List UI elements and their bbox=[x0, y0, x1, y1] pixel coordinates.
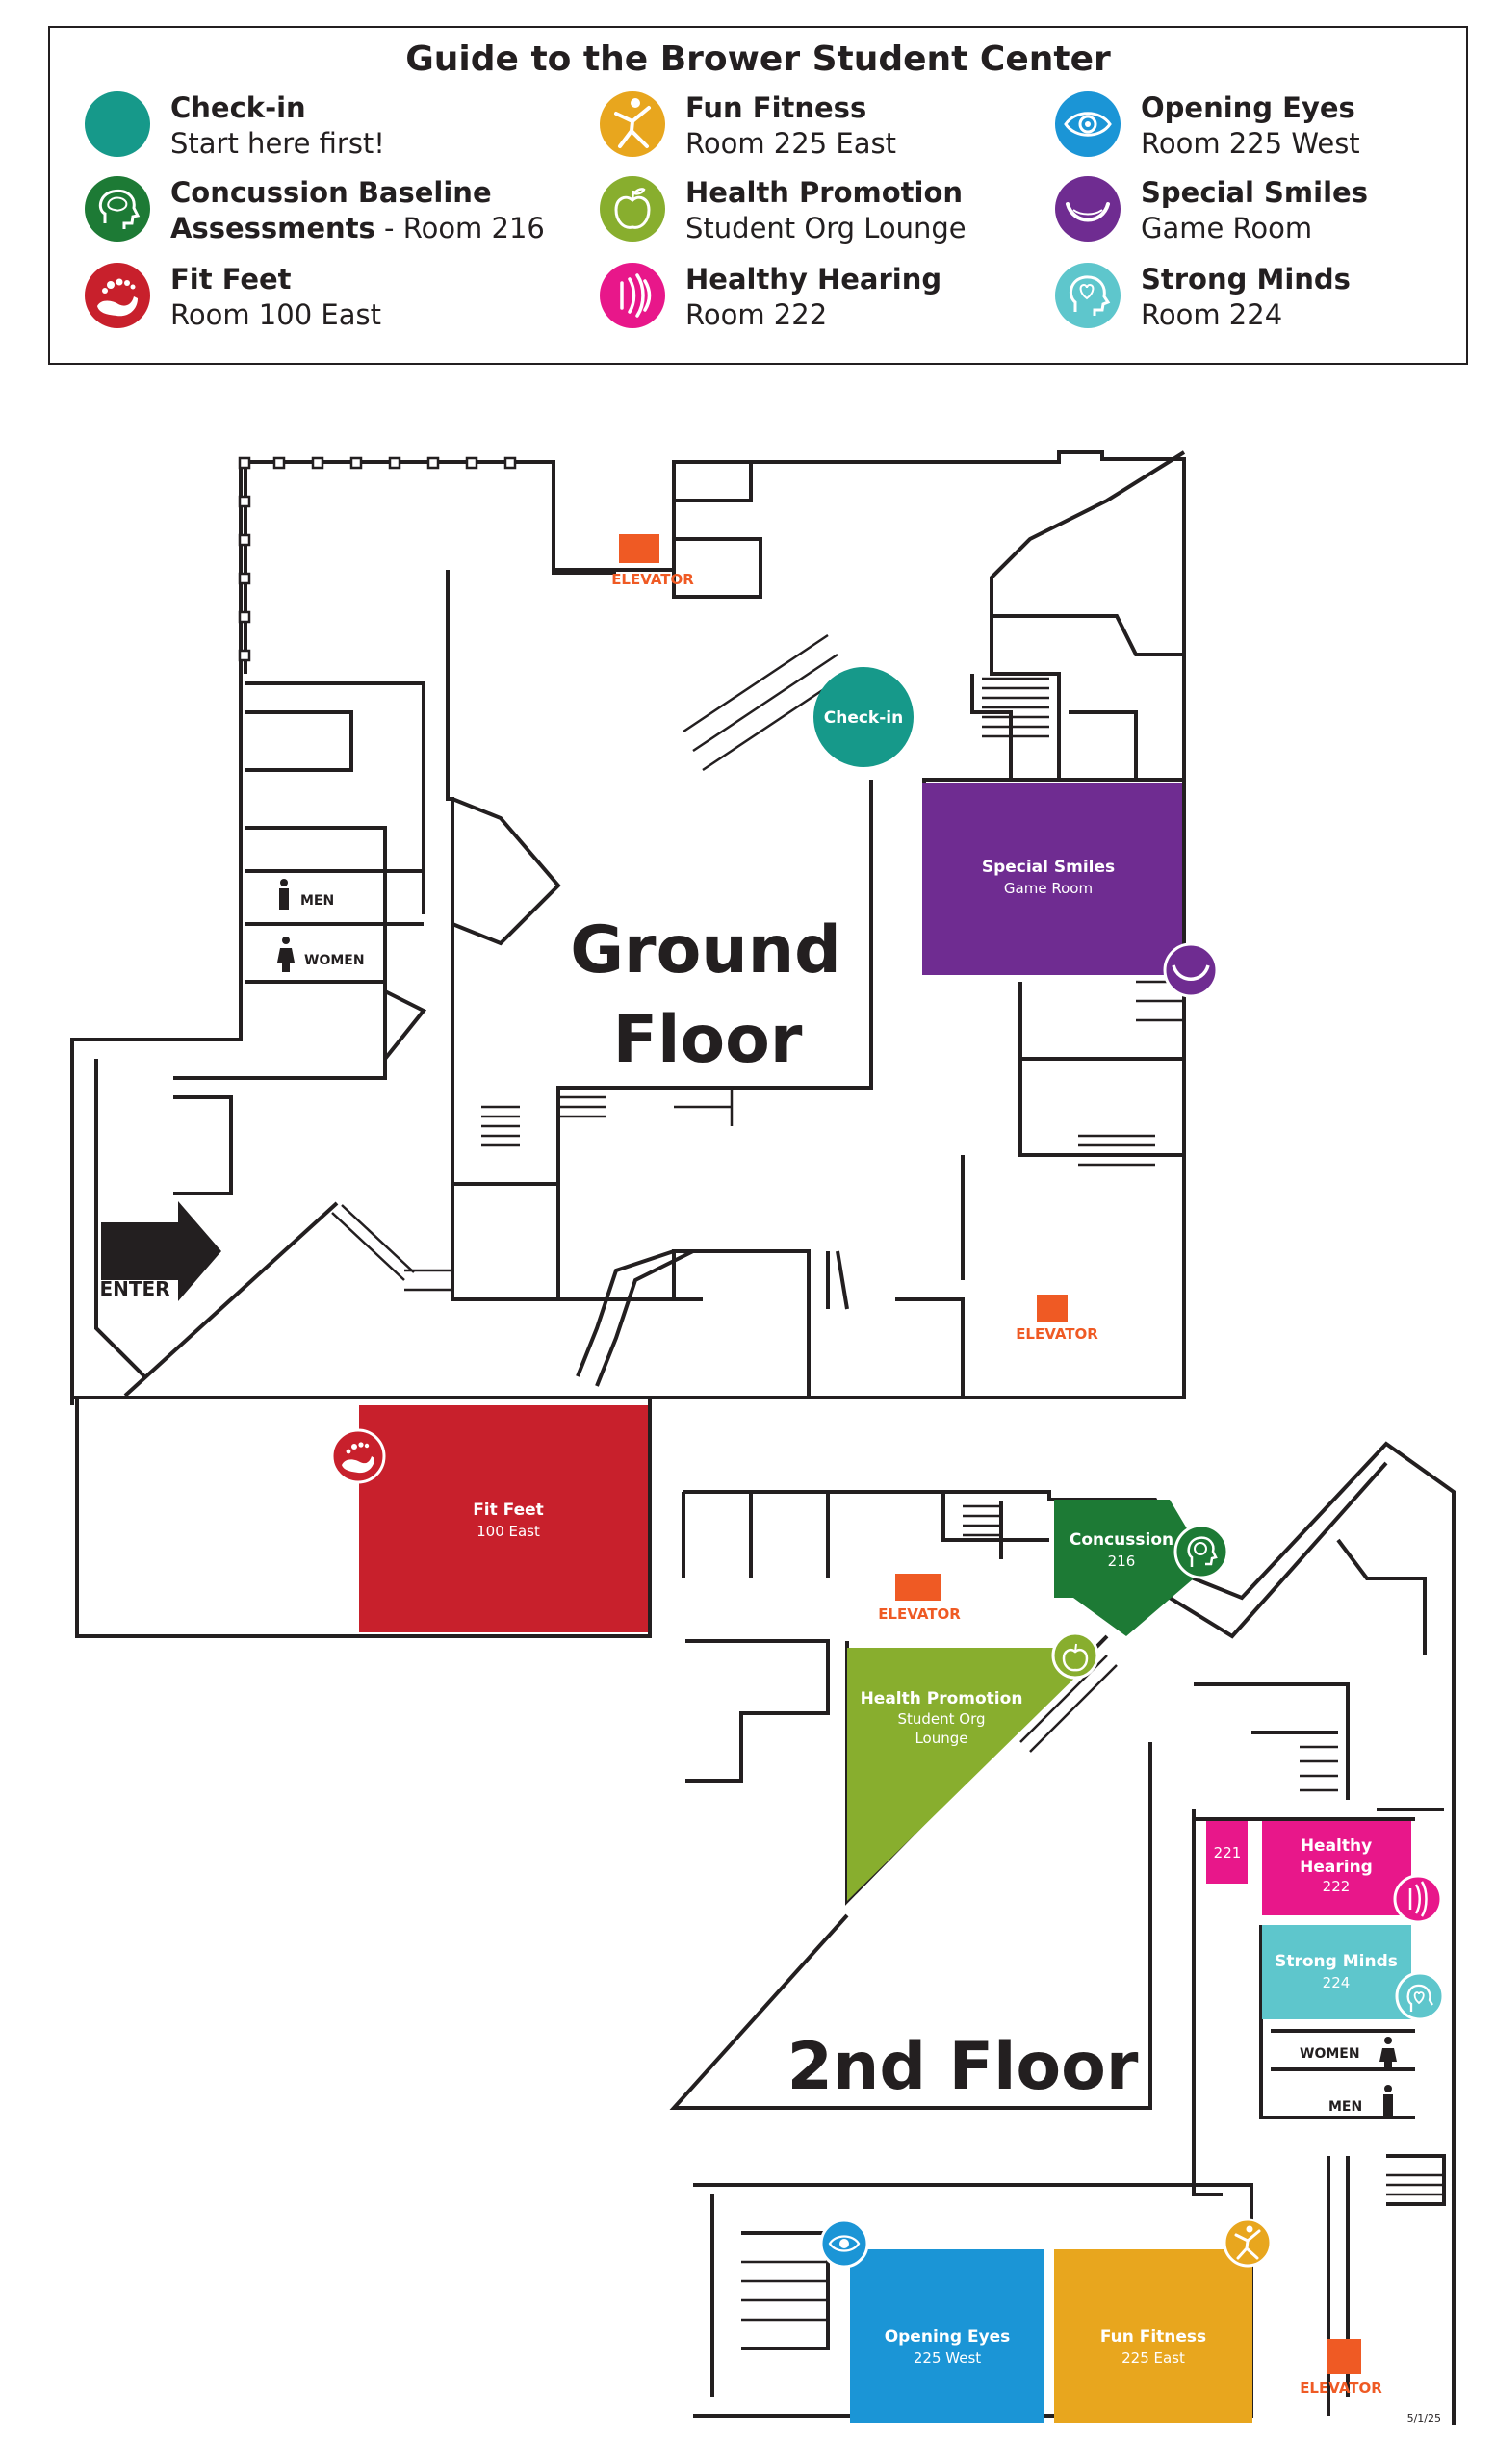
checkin-marker bbox=[813, 667, 914, 767]
ground-floor-title-line2: Floor bbox=[613, 1002, 803, 1078]
legend-detail: Room 224 bbox=[1141, 298, 1283, 331]
elevator-2nd-east-label: ELEVATOR bbox=[1300, 2379, 1382, 2397]
fun-fitness-sub: 225 East bbox=[1121, 2349, 1185, 2367]
smile-icon bbox=[1163, 942, 1219, 998]
smile-icon bbox=[1055, 176, 1121, 242]
health-promotion-sub1: Student Org bbox=[897, 1710, 985, 1728]
man-icon bbox=[1383, 2085, 1393, 2116]
opening-eyes-sub: 225 West bbox=[914, 2349, 981, 2367]
health-promotion-label: Health Promotion bbox=[861, 1689, 1023, 1708]
heart-head-icon bbox=[1395, 1971, 1445, 2021]
checkin-label: Check-in bbox=[824, 708, 903, 728]
man-icon bbox=[279, 879, 289, 910]
enter-label: ENTER bbox=[99, 1277, 169, 1300]
brain-head-icon bbox=[1173, 1524, 1229, 1579]
legend-panel: Guide to the Brower Student Center Check… bbox=[48, 26, 1468, 365]
ground-floor-title: Ground bbox=[570, 912, 841, 988]
legend-detail: Room 225 West bbox=[1141, 127, 1360, 160]
elevator-2nd-west bbox=[895, 1574, 941, 1601]
healthy-hearing-label: Healthy bbox=[1301, 1836, 1372, 1856]
legend-name: Check-in bbox=[170, 91, 306, 124]
footprint-icon bbox=[85, 263, 150, 328]
stick-figure-icon bbox=[1223, 2218, 1273, 2268]
fit-feet-sub: 100 East bbox=[477, 1523, 540, 1540]
health-promotion-sub2: Lounge bbox=[915, 1730, 967, 1747]
opening-eyes-label: Opening Eyes bbox=[885, 2327, 1011, 2347]
woman-icon bbox=[1379, 2037, 1397, 2071]
concussion-sub: 216 bbox=[1108, 1553, 1136, 1570]
room-221-label: 221 bbox=[1214, 1844, 1242, 1861]
fun-fitness-label: Fun Fitness bbox=[1100, 2327, 1206, 2347]
map-date: 5/1/25 bbox=[1407, 2412, 1441, 2425]
legend-detail: Start here first! bbox=[170, 127, 385, 160]
legend-name: Fun Fitness bbox=[685, 91, 867, 124]
concussion-room bbox=[1054, 1500, 1194, 1636]
room-221 bbox=[1206, 1821, 1248, 1884]
opening-eyes-room bbox=[850, 2249, 1044, 2423]
legend-detail: Room 100 East bbox=[170, 298, 381, 331]
special-smiles-room bbox=[922, 783, 1182, 975]
elevator-north-label: ELEVATOR bbox=[611, 571, 694, 588]
legend-name: Concussion Baseline bbox=[170, 176, 492, 209]
legend-name: Strong Minds bbox=[1141, 263, 1351, 295]
elevator-2nd-east bbox=[1327, 2339, 1361, 2374]
legend-name: Health Promotion bbox=[685, 176, 964, 209]
second-floor-restrooms: WOMEN MEN bbox=[1300, 2037, 1397, 2116]
strong-minds-room bbox=[1262, 1925, 1411, 2019]
apple-icon bbox=[600, 176, 665, 242]
plain-circle-icon bbox=[85, 91, 150, 157]
legend-detail: - Room 216 bbox=[374, 212, 545, 244]
concussion-label: Concussion bbox=[1070, 1530, 1173, 1550]
strong-minds-sub: 224 bbox=[1323, 1974, 1351, 1991]
elevator-east bbox=[1037, 1295, 1068, 1322]
apple-icon bbox=[1051, 1631, 1099, 1680]
legend-name: Opening Eyes bbox=[1141, 91, 1355, 124]
stick-figure-icon bbox=[600, 91, 665, 157]
special-smiles-label: Special Smiles bbox=[982, 858, 1115, 877]
fun-fitness-room bbox=[1054, 2249, 1252, 2423]
elevator-north bbox=[619, 534, 659, 563]
eye-icon bbox=[819, 2219, 869, 2269]
men-label-2nd: MEN bbox=[1328, 2099, 1362, 2115]
eye-icon bbox=[1055, 91, 1121, 157]
health-promotion-room bbox=[847, 1648, 1088, 1901]
legend-detail: Room 225 East bbox=[685, 127, 896, 160]
floor-plan-map: ENTER MEN WOMEN ELEVATOR ELEVATOR Check-… bbox=[70, 450, 1456, 2426]
legend-name-line2: Assessments bbox=[170, 212, 375, 244]
second-floor-title: 2nd Floor bbox=[787, 2029, 1139, 2105]
legend-detail: Room 222 bbox=[685, 298, 828, 331]
ground-restrooms: MEN WOMEN bbox=[277, 879, 365, 972]
women-label-2nd: WOMEN bbox=[1300, 2046, 1360, 2062]
men-label: MEN bbox=[300, 893, 334, 909]
woman-icon bbox=[277, 937, 295, 972]
strong-minds-label: Strong Minds bbox=[1275, 1952, 1398, 1971]
sound-waves-icon bbox=[600, 263, 665, 328]
enter-arrow-icon bbox=[101, 1201, 221, 1301]
healthy-hearing-sub: 222 bbox=[1323, 1878, 1351, 1895]
fit-feet-room bbox=[359, 1405, 648, 1632]
elevator-east-label: ELEVATOR bbox=[1016, 1325, 1098, 1343]
legend-detail: Student Org Lounge bbox=[685, 212, 967, 244]
healthy-hearing-label-line2: Hearing bbox=[1300, 1858, 1373, 1877]
elevator-2nd-west-label: ELEVATOR bbox=[878, 1605, 961, 1623]
special-smiles-sub: Game Room bbox=[1004, 880, 1093, 897]
legend-name: Fit Feet bbox=[170, 263, 292, 295]
legend-name: Special Smiles bbox=[1141, 176, 1368, 209]
brain-head-icon bbox=[85, 176, 150, 242]
fit-feet-label: Fit Feet bbox=[473, 1501, 544, 1520]
legend-detail: Game Room bbox=[1141, 212, 1313, 244]
sound-waves-icon bbox=[1393, 1874, 1443, 1924]
heart-head-icon bbox=[1055, 263, 1121, 328]
legend-title: Guide to the Brower Student Center bbox=[405, 39, 1111, 79]
women-label: WOMEN bbox=[304, 953, 365, 968]
footprint-icon bbox=[330, 1428, 386, 1484]
legend-name: Healthy Hearing bbox=[685, 263, 942, 295]
healthy-hearing-room bbox=[1262, 1821, 1411, 1915]
